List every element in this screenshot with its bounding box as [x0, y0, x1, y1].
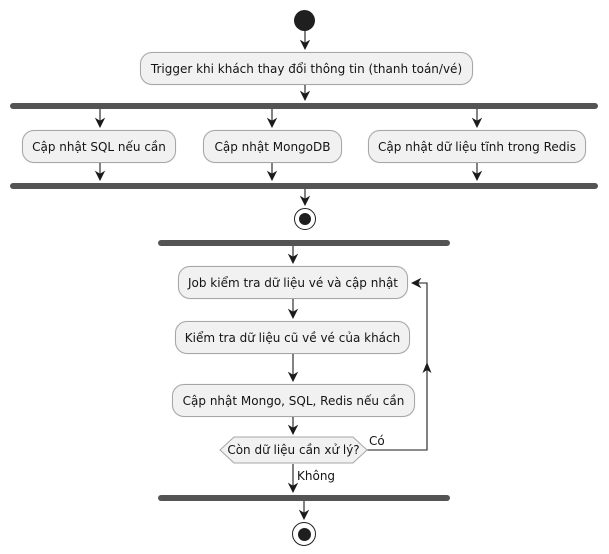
activity-update-stores-label: Cập nhật Mongo, SQL, Redis nếu cần	[182, 393, 405, 408]
start-node	[294, 10, 315, 31]
activity-check-old-data-label: Kiểm tra dữ liệu cũ về vé của khách	[184, 330, 401, 345]
activity-job-check-label: Job kiểm tra dữ liệu vé và cập nhật	[187, 275, 399, 290]
activity-update-redis-label: Cập nhật dữ liệu tĩnh trong Redis	[378, 139, 576, 154]
edge-label-yes: Có	[369, 434, 385, 448]
fork-bar-top	[10, 103, 598, 109]
activity-update-stores: Cập nhật Mongo, SQL, Redis nếu cần	[172, 384, 415, 417]
activity-job-check: Job kiểm tra dữ liệu vé và cập nhật	[178, 266, 408, 299]
decision-node-label: Còn dữ liệu cần xử lý?	[227, 437, 360, 463]
end-node-1-dot	[299, 213, 311, 225]
decision-hexagon	[219, 436, 368, 464]
activity-trigger: Trigger khi khách thay đổi thông tin (th…	[140, 52, 473, 85]
end-node-2-dot	[297, 527, 311, 541]
activity-update-sql: Cập nhật SQL nếu cần	[22, 130, 176, 163]
activity-update-mongodb-label: Cập nhật MongoDB	[214, 139, 331, 154]
activity-update-mongodb: Cập nhật MongoDB	[203, 130, 342, 163]
activity-trigger-label: Trigger khi khách thay đổi thông tin (th…	[150, 61, 463, 76]
join-bar-top	[10, 183, 598, 189]
edge-label-no: Không	[297, 469, 336, 483]
end-node-1	[294, 208, 316, 230]
final-bar	[158, 495, 450, 501]
activity-update-sql-label: Cập nhật SQL nếu cần	[32, 139, 166, 154]
activity-update-redis: Cập nhật dữ liệu tĩnh trong Redis	[368, 130, 586, 163]
activity-check-old-data: Kiểm tra dữ liệu cũ về vé của khách	[175, 321, 410, 354]
edge-decision-yes-loop	[367, 277, 428, 451]
decision-text: Còn dữ liệu cần xử lý?	[227, 443, 360, 457]
loop-mid-arrowhead	[422, 362, 432, 373]
end-node-2	[292, 522, 316, 546]
fork-bar-bottom	[158, 240, 450, 246]
